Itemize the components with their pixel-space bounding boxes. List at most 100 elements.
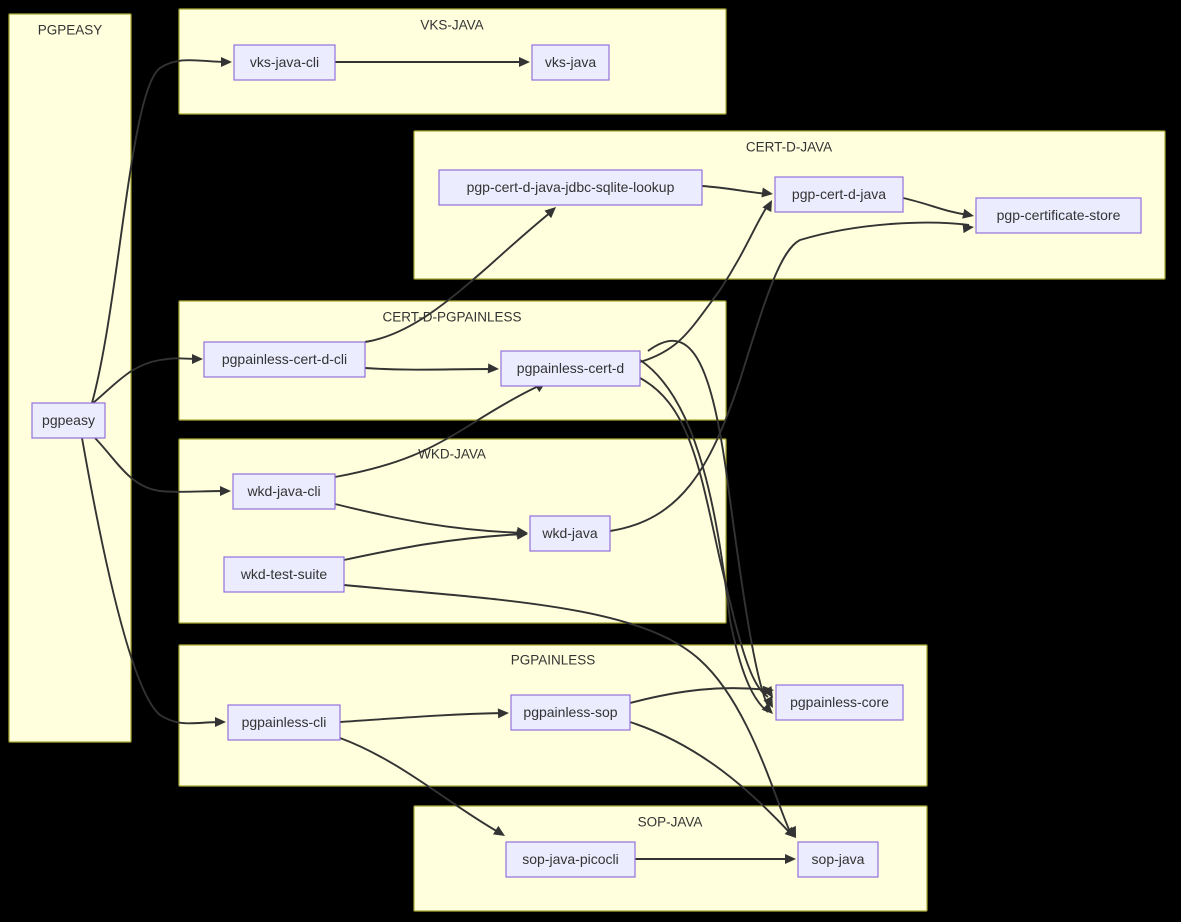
- node-box[interactable]: [31, 402, 106, 439]
- edge-pgpainless-cert-d-cli-to-pgp-cert-d-java-jdbc-sqlite-lookup: [364, 211, 552, 343]
- edge-sop-java-picocli-extra-to-pgpainless-core-3: [639, 359, 769, 713]
- edge-wkd-java-cli-to-pgpainless-cert-d: [334, 384, 542, 478]
- edge-pgpainless-sop-to-sop-java: [629, 721, 792, 835]
- node-label: sop-java: [812, 851, 865, 867]
- node-box[interactable]: [531, 44, 610, 81]
- edge-pgpainless-cli-to-pgpainless-sop: [339, 712, 505, 723]
- node-sop-java[interactable]: sop-java: [797, 841, 879, 878]
- edge-wkd-test-suite-to-wkd-java: [343, 533, 524, 561]
- node-box[interactable]: [233, 44, 336, 81]
- arrowhead: [192, 354, 203, 364]
- node-label: pgpainless-sop: [523, 704, 617, 720]
- node-pgpainless-cli[interactable]: pgpainless-cli: [227, 704, 341, 741]
- arrowhead: [544, 207, 556, 219]
- edge-pgpainless-cli-to-sop-java-picocli: [339, 737, 501, 834]
- arrowhead: [762, 685, 774, 696]
- clusters-layer: PGPEASY VKS-JAVA CERT-D-JAVA CERT-D-PGPAINL…: [8, 8, 1166, 912]
- cluster-box: [8, 13, 132, 743]
- arrowhead: [785, 854, 796, 864]
- node-box[interactable]: [505, 841, 636, 878]
- node-label: pgpainless-core: [790, 694, 889, 710]
- cluster-pgpeasy: PGPEASY: [8, 13, 132, 743]
- edge-wkd-java-cli-to-wkd-java: [334, 503, 524, 534]
- cluster-label: WKD-JAVA: [418, 447, 486, 462]
- arrowhead: [761, 187, 773, 198]
- node-label: pgp-certificate-store: [997, 207, 1121, 223]
- arrowheads-layer: [192, 57, 974, 864]
- node-box[interactable]: [232, 473, 336, 510]
- node-pgp-cert-d-java-jdbc-sqlite-lookup[interactable]: pgp-cert-d-java-jdbc-sqlite-lookup: [438, 169, 703, 206]
- node-box[interactable]: [203, 341, 366, 378]
- node-wkd-test-suite[interactable]: wkd-test-suite: [223, 556, 345, 593]
- arrowhead: [221, 57, 232, 67]
- edge-pgpeasy-to-pgpainless-cli: [81, 437, 222, 725]
- cluster-label: PGPEASY: [38, 23, 103, 38]
- edge-wkd-test-suite-to-sop-java: [343, 584, 792, 835]
- node-box[interactable]: [774, 176, 904, 213]
- edge-pgpainless-cert-d-to-pgpainless-core-2: [647, 339, 769, 707]
- node-wkd-java[interactable]: wkd-java: [529, 515, 611, 552]
- arrowhead: [516, 529, 528, 540]
- node-label: vks-java-cli: [250, 54, 319, 70]
- node-pgp-certificate-store[interactable]: pgp-certificate-store: [975, 197, 1142, 234]
- cluster-label: VKS-JAVA: [420, 18, 483, 33]
- node-box[interactable]: [438, 169, 703, 206]
- arrowhead: [763, 695, 773, 708]
- edge-pgpeasy-to-vks-java-cli: [91, 59, 228, 404]
- arrowhead: [962, 223, 974, 234]
- edge-pgpainless-cert-d-to-pgp-cert-d-java: [639, 204, 769, 363]
- cluster-label: SOP-JAVA: [638, 815, 703, 830]
- node-pgpeasy[interactable]: pgpeasy: [31, 402, 106, 439]
- cluster-label: CERT-D-PGPAINLESS: [382, 310, 521, 325]
- node-label: pgp-cert-d-java: [792, 186, 886, 202]
- node-label: pgpeasy: [42, 412, 95, 428]
- edge-pgpeasy-to-pgpainless-cert-d-cli: [92, 357, 198, 404]
- arrowhead: [762, 200, 772, 213]
- node-label: pgp-cert-d-java-jdbc-sqlite-lookup: [467, 179, 675, 195]
- node-label: pgpainless-cli: [242, 714, 327, 730]
- arrowhead: [761, 702, 773, 714]
- edge-pgp-cert-d-java-to-pgp-certificate-store: [902, 197, 970, 216]
- node-box[interactable]: [529, 515, 611, 552]
- edges-layer: [81, 59, 970, 860]
- arrowhead: [784, 826, 796, 838]
- node-box[interactable]: [775, 684, 904, 721]
- arrowhead: [487, 363, 499, 374]
- node-pgpainless-cert-d[interactable]: pgpainless-cert-d: [500, 350, 641, 387]
- node-box[interactable]: [975, 197, 1142, 234]
- node-label: pgpainless-cert-d: [517, 360, 624, 376]
- node-label: wkd-java: [541, 525, 597, 541]
- node-sop-java-picocli[interactable]: sop-java-picocli: [505, 841, 636, 878]
- arrowhead: [220, 486, 231, 496]
- node-pgp-cert-d-java[interactable]: pgp-cert-d-java: [774, 176, 904, 213]
- cluster-label: CERT-D-JAVA: [746, 140, 832, 155]
- arrowhead: [962, 208, 974, 219]
- edge-pgpainless-cert-d-to-pgpainless-core: [639, 377, 769, 698]
- node-label: vks-java: [545, 54, 597, 70]
- edge-pgpeasy-to-wkd-java-cli: [94, 437, 227, 493]
- node-pgpainless-core[interactable]: pgpainless-core: [775, 684, 904, 721]
- node-label: wkd-java-cli: [246, 483, 320, 499]
- node-label: sop-java-picocli: [522, 851, 618, 867]
- node-box[interactable]: [227, 704, 341, 741]
- node-box[interactable]: [500, 350, 641, 387]
- node-vks-java-cli[interactable]: vks-java-cli: [233, 44, 336, 81]
- arrowhead: [215, 717, 226, 727]
- cluster-label: PGPAINLESS: [511, 653, 596, 668]
- nodes-layer: pgpeasy vks-java-cli vks-java pgp-cert-d-ja…: [31, 44, 1142, 878]
- node-box[interactable]: [510, 694, 631, 731]
- node-pgpainless-sop[interactable]: pgpainless-sop: [510, 694, 631, 731]
- edge-pgpainless-cert-d-cli-to-pgpainless-cert-d: [364, 367, 495, 371]
- cluster-box: [178, 300, 727, 421]
- edge-wkd-java-to-pgp-certificate-store: [609, 221, 970, 532]
- arrowhead: [493, 825, 505, 836]
- node-pgpainless-cert-d-cli[interactable]: pgpainless-cert-d-cli: [203, 341, 366, 378]
- node-label: pgpainless-cert-d-cli: [222, 351, 347, 367]
- node-box[interactable]: [223, 556, 345, 593]
- arrowhead: [519, 57, 530, 67]
- node-wkd-java-cli[interactable]: wkd-java-cli: [232, 473, 336, 510]
- node-box[interactable]: [797, 841, 879, 878]
- node-vks-java[interactable]: vks-java: [531, 44, 610, 81]
